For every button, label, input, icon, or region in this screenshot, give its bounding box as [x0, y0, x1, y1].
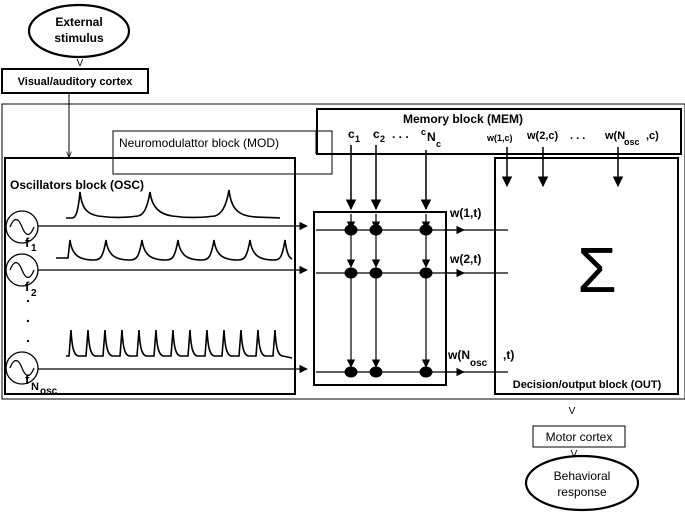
row-weight-n-label: w(N osc ,t) [447, 348, 514, 369]
oscillator-n-icon [5, 351, 39, 385]
memory-column-cn-pre: c [421, 127, 426, 137]
connector-glyph-motor: V [571, 449, 578, 460]
decision-output-block-label: Decision/output block (OUT) [513, 379, 662, 391]
row-weight-n-pre: w(N [447, 348, 470, 362]
synapse-node [344, 267, 358, 279]
osc-label-fn-sub2: osc [40, 386, 58, 397]
memory-column-cn-sub: c [436, 139, 441, 149]
out-weight-1-label: w(1,c) [486, 133, 513, 143]
osc-label-fn: f N osc [25, 372, 58, 397]
memory-to-output-arrows [501, 147, 624, 188]
osc-label-fn-base: f [25, 372, 30, 387]
neuromodulator-block-label: Neuromodulattor block (MOD) [119, 136, 279, 150]
oscillators-block-label: Oscillators block (OSC) [10, 178, 144, 192]
synapse-node [419, 366, 433, 378]
memory-column-c2: c 2 [373, 127, 385, 144]
memory-column-cn: c N c [421, 127, 441, 149]
oscillators-block [4, 157, 296, 395]
connector-glyph-output: V [569, 406, 576, 417]
osc-label-f2: f 2 [25, 279, 37, 299]
synapse-nodes [344, 224, 433, 378]
synapse-node [419, 224, 433, 236]
memory-column-cn-main: N [427, 130, 436, 144]
visual-auditory-cortex-label: Visual/auditory cortex [18, 76, 134, 88]
synapse-node [344, 366, 358, 378]
osc-vertical-ellipsis-1: . [26, 289, 30, 305]
behavioral-response-line2: response [557, 485, 607, 499]
memory-columns-ellipsis: . . . [392, 127, 409, 141]
behavioral-response-line1: Behavioral [554, 469, 611, 483]
oscillator-2-icon [5, 253, 39, 287]
out-weight-2-label: w(2,c) [526, 130, 559, 142]
row-weight-2-label: w(2,t) [449, 252, 481, 266]
oscillator-1-waveform [66, 189, 281, 219]
memory-column-c2-sub: 2 [380, 134, 385, 144]
decision-output-block [494, 157, 679, 395]
synapse-node [419, 267, 433, 279]
osc-vertical-ellipsis-3: . [26, 329, 30, 345]
outer-system-frame [1, 103, 685, 400]
external-stimulus-node: External stimulus [27, 3, 131, 59]
out-weight-n-pre: w(N [604, 130, 625, 142]
osc-label-f1-sub: 1 [31, 243, 37, 254]
osc-label-f1: f 1 [25, 235, 37, 254]
motor-cortex-label: Motor cortex [546, 430, 613, 444]
synapse-node [369, 224, 383, 236]
external-stimulus-line1: External [55, 15, 102, 29]
synapse-node [344, 224, 358, 236]
neuromodulator-block [112, 130, 333, 175]
row-weight-n-sub: osc [470, 358, 488, 369]
synapse-node [369, 267, 383, 279]
oscillator-n-waveform [66, 329, 293, 359]
out-weights-ellipsis: . . . [570, 130, 585, 142]
motor-cortex-node: Motor cortex [532, 425, 626, 448]
crossbar-block [313, 211, 447, 386]
synapse-node [369, 366, 383, 378]
out-weight-n-label: w(N osc ,c) [604, 130, 659, 147]
oscillator-2-waveform [56, 239, 293, 261]
osc-label-f1-base: f [25, 235, 30, 250]
osc-label-f2-base: f [25, 279, 30, 294]
memory-column-c1-sub: 1 [355, 134, 360, 144]
memory-column-c1: c 1 [348, 127, 360, 144]
memory-column-c1-base: c [348, 127, 355, 141]
connector-glyph-stimulus: V [77, 58, 84, 69]
out-weight-n-sub: osc [624, 137, 640, 147]
sum-symbol: Σ [577, 234, 617, 306]
visual-auditory-cortex-node: Visual/auditory cortex [1, 68, 149, 94]
memory-block-label: Memory block (MEM) [403, 112, 523, 126]
memory-column-lines [345, 145, 432, 368]
memory-column-c2-base: c [373, 127, 380, 141]
osc-vertical-ellipsis-2: . [26, 309, 30, 325]
behavioral-response-node: Behavioral response [524, 454, 640, 512]
external-stimulus-line2: stimulus [54, 31, 104, 45]
osc-label-fn-sub: N [31, 381, 39, 393]
out-weight-n-post: ,c) [646, 130, 659, 142]
row-weight-n-post: ,t) [503, 348, 514, 362]
row-weight-1-label: w(1,t) [449, 206, 481, 220]
osc-label-f2-sub: 2 [31, 288, 37, 299]
oscillator-output-lines [38, 221, 508, 377]
oscillator-1-icon [5, 210, 39, 244]
